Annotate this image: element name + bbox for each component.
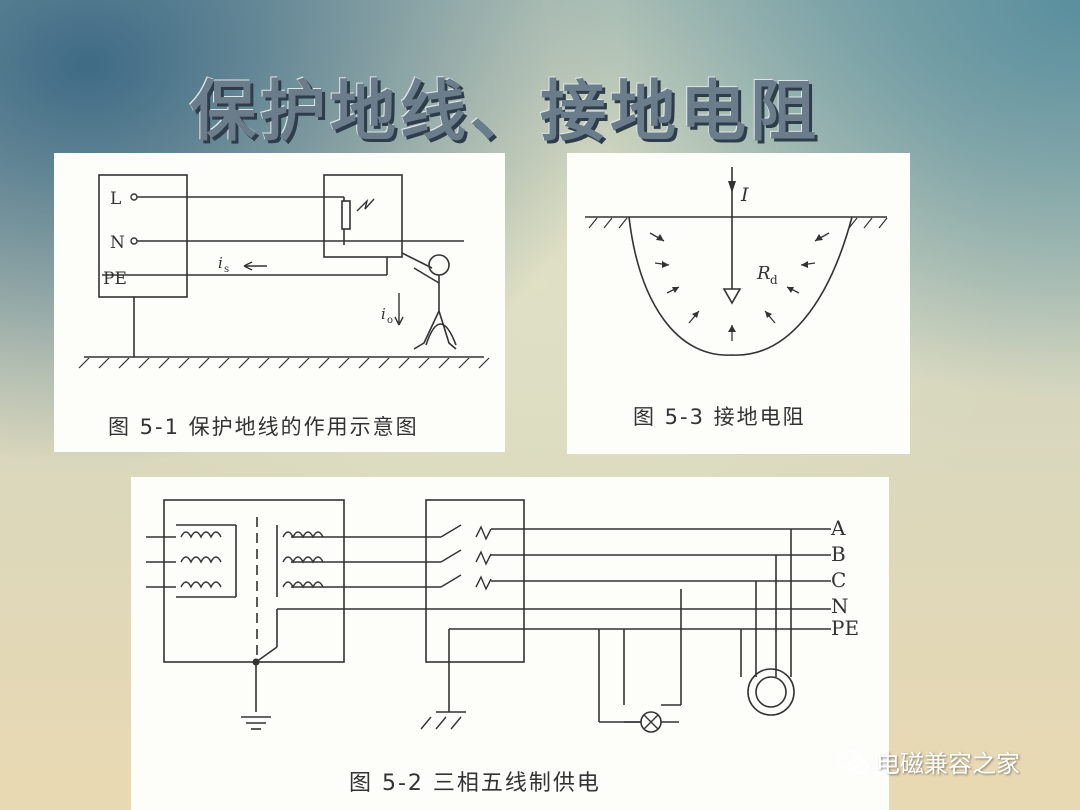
- slide-title: 保护地线、接地电阻: [190, 72, 820, 150]
- watermark-text: 电磁兼容之家: [876, 750, 1020, 778]
- label-is: i: [218, 254, 223, 272]
- grounding-resistance-diagram: I R d: [585, 167, 888, 356]
- current-is-arrow-icon: [243, 261, 267, 271]
- line-label-pe: PE: [831, 616, 859, 640]
- label-rd: R: [756, 263, 771, 284]
- label-is-sub: s: [224, 264, 229, 275]
- protective-earth-diagram: L N PE i s i o: [78, 174, 490, 369]
- label-i: I: [740, 184, 749, 206]
- current-arrow-icon: [728, 181, 736, 193]
- label-io: i: [381, 305, 386, 323]
- current-io-arrow-icon: [394, 293, 404, 326]
- figure-5-3-panel: I R d 图 5-3 接地电阻: [567, 153, 910, 454]
- figure-5-3-caption: 图 5-3 接地电阻: [633, 405, 806, 429]
- terminal-n-icon: [130, 237, 138, 245]
- line-label-c: C: [831, 568, 846, 592]
- figure-5-2-caption: 图 5-2 三相五线制供电: [349, 771, 601, 796]
- line-label-a: A: [830, 516, 846, 540]
- three-phase-five-wire-diagram: A B C N PE: [146, 499, 859, 733]
- label-io-sub: o: [387, 315, 393, 326]
- neutral-junction-dot: [252, 658, 260, 666]
- line-label-n: N: [831, 594, 849, 618]
- figure-5-1-caption: 图 5-1 保护地线的作用示意图: [108, 415, 419, 439]
- downward-triangle-icon: [722, 288, 742, 305]
- figure-5-2-panel: A B C N PE 图 5-2 三相五线制供电: [131, 477, 889, 810]
- label-rd-sub: d: [770, 273, 778, 287]
- wechat-icon: [838, 749, 869, 774]
- watermark: 电磁兼容之家: [838, 744, 1020, 779]
- line-label-b: B: [831, 542, 846, 566]
- label-l: L: [110, 189, 121, 209]
- label-n: N: [110, 233, 125, 253]
- label-pe: PE: [103, 269, 127, 289]
- figure-5-1-panel: L N PE i s i o 图 5-1 保护地线的作用示意图: [54, 153, 505, 452]
- terminal-l-icon: [130, 193, 138, 201]
